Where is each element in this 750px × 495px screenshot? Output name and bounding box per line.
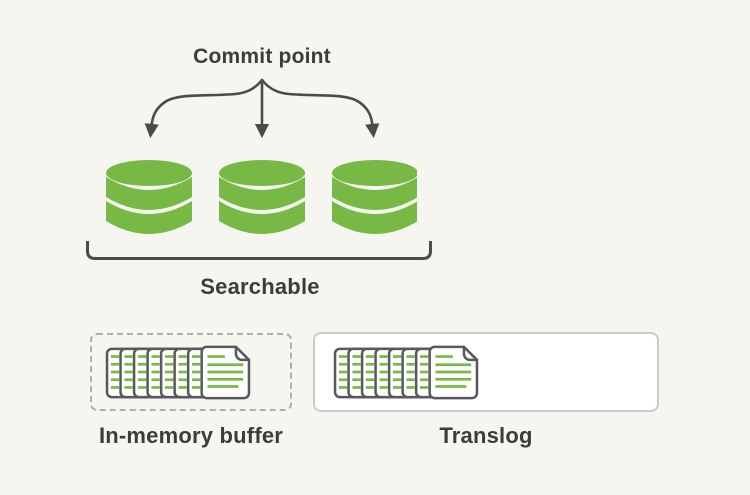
document-stack-icon (105, 345, 251, 400)
in-memory-buffer-box (90, 333, 292, 411)
in-memory-buffer-label: In-memory buffer (98, 423, 284, 448)
arrow-right-icon (260, 78, 380, 139)
database-icon (106, 160, 192, 234)
document-page-front (428, 345, 479, 400)
commit-point-label: Commit point (193, 45, 331, 68)
database-icon (219, 160, 305, 234)
searchable-label: Searchable (200, 274, 320, 299)
bracket-path (86, 241, 432, 260)
document-page-front (200, 345, 251, 400)
database-icon (332, 160, 417, 234)
commit-arrows (144, 78, 380, 139)
searchable-bracket (86, 241, 432, 260)
document-stack-icon (333, 345, 479, 400)
segment-group (106, 160, 417, 234)
translog-label: Translog (439, 423, 533, 448)
arrow-left-icon (144, 78, 264, 139)
translog-box (313, 332, 659, 412)
